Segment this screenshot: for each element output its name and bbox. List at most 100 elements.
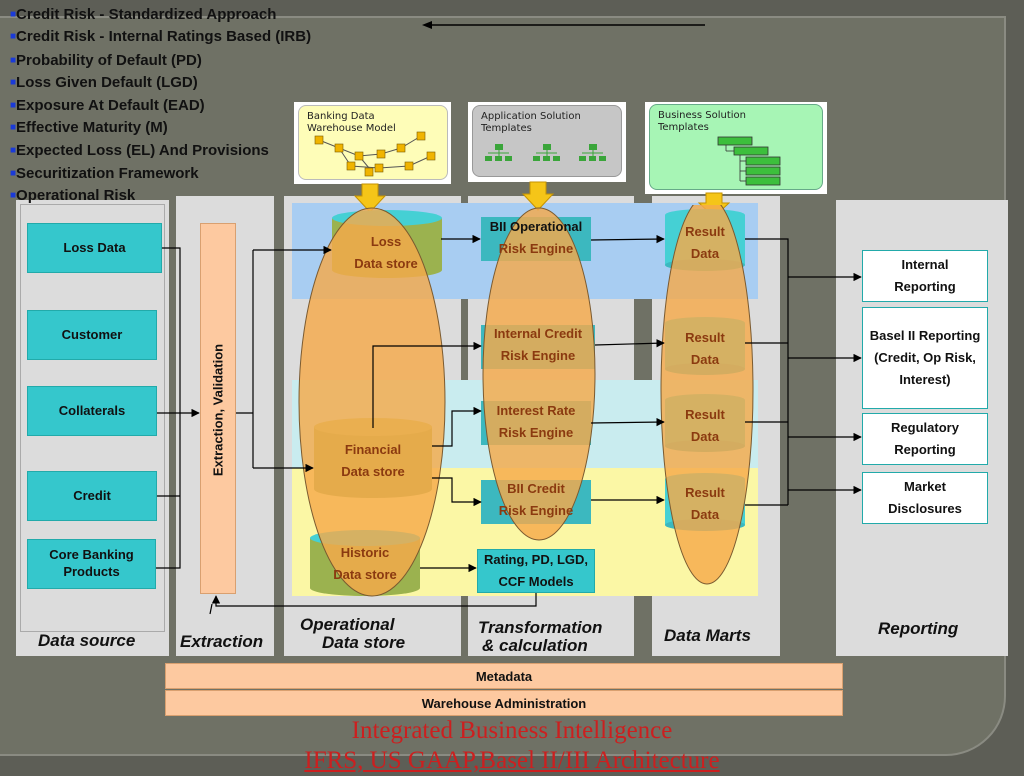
loss-label-line2: Data store	[354, 256, 418, 271]
bullet-item: ■Expected Loss (EL) And Provisions	[10, 140, 315, 163]
bullet-item: ■Credit Risk - Internal Ratings Based (I…	[10, 27, 315, 47]
loss-label-line1: Loss	[370, 234, 402, 249]
data-model-icon	[314, 131, 436, 177]
label-ods: Operational Data store	[300, 616, 405, 652]
source-collaterals[interactable]: Collaterals	[27, 386, 157, 436]
bullet-icon: ■	[10, 99, 17, 111]
result-data-2[interactable]: Result Data	[665, 327, 745, 371]
label-data-source: Data source	[38, 631, 136, 650]
report-market-line1: Market	[904, 478, 946, 494]
footer-title-line2: IFRS, US GAAP,Basel II/III Architecture	[304, 747, 720, 774]
report-market[interactable]: Market Disclosures	[862, 472, 988, 524]
report-internal[interactable]: Internal Reporting	[862, 250, 988, 302]
result-3-line2: Data	[690, 429, 720, 444]
bullet-text: Securitization Framework	[16, 164, 199, 182]
report-regulatory-line1: Regulatory	[891, 419, 959, 435]
bullet-list: ■Credit Risk - Standardized Approach ■Cr…	[10, 4, 315, 208]
down-arrow-2	[521, 181, 555, 211]
result-2-line2: Data	[690, 352, 720, 367]
label-extraction: Extraction	[180, 632, 264, 651]
result-4-line1: Result	[685, 485, 725, 500]
label-data-marts: Data Marts	[664, 626, 751, 645]
org-chart-icon	[485, 144, 606, 161]
engine-internal-credit[interactable]: Internal Credit Risk Engine	[481, 323, 595, 367]
bullet-icon: ■	[10, 9, 17, 20]
report-basel-line3: Interest)	[899, 372, 951, 388]
bullet-icon: ■	[10, 190, 17, 202]
bullet-item: ■Exposure At Default (EAD)	[10, 95, 315, 118]
historic-data-store-label[interactable]: Historic Data store	[310, 542, 420, 586]
engine-bii-operational-line1: BII Operational	[489, 219, 583, 234]
metadata-bar[interactable]: Metadata	[165, 663, 843, 689]
bullet-icon: ■	[10, 122, 17, 134]
source-customer[interactable]: Customer	[27, 310, 157, 360]
hierarchy-icon	[717, 136, 781, 186]
result-4-line2: Data	[690, 507, 720, 522]
rating-models-line2: CCF Models	[498, 574, 574, 589]
label-ods-line2: Data store	[322, 632, 406, 652]
engine-internal-credit-line1: Internal Credit	[493, 326, 583, 341]
result-3-line1: Result	[685, 407, 725, 422]
source-loss-data[interactable]: Loss Data	[27, 223, 162, 273]
report-basel-line1: Basel II Reporting	[869, 327, 981, 343]
bullet-text: Effective Maturity (M)	[16, 119, 168, 137]
bullet-text: Loss Given Default (LGD)	[16, 74, 198, 92]
footer-title-line1: Integrated Business Intelligence	[351, 717, 673, 744]
bullet-text: Credit Risk - Standardized Approach	[16, 6, 277, 23]
data-source-outline	[20, 204, 165, 632]
engine-interest-rate[interactable]: Interest Rate Risk Engine	[481, 400, 591, 444]
bullet-icon: ■	[10, 167, 17, 179]
template-business: Business Solution Templates	[649, 104, 823, 190]
historic-label-line1: Historic	[340, 545, 390, 560]
financial-data-store-label[interactable]: Financial Data store	[314, 439, 432, 483]
result-1-line2: Data	[690, 246, 720, 261]
bullet-icon: ■	[10, 30, 17, 42]
engine-bii-credit[interactable]: BII Credit Risk Engine	[481, 478, 591, 522]
label-reporting: Reporting	[878, 619, 959, 638]
bullet-icon: ■	[10, 144, 17, 156]
result-2-line1: Result	[685, 330, 725, 345]
template-banking: Banking Data Warehouse Model	[298, 105, 448, 180]
source-core-banking[interactable]: Core Banking Products	[27, 539, 156, 589]
bullet-text: Credit Risk - Internal Ratings Based (IR…	[16, 27, 312, 45]
rating-models-box[interactable]: Rating, PD, LGD, CCF Models	[477, 549, 595, 593]
ods-ellipse	[298, 207, 446, 597]
report-basel[interactable]: Basel II Reporting (Credit, Op Risk, Int…	[862, 307, 988, 409]
engine-bii-credit-line1: BII Credit	[507, 481, 565, 496]
label-transformation: Transformation & calculation	[478, 619, 602, 655]
report-internal-line1: Internal	[901, 256, 949, 272]
label-ods-line1: Operational	[300, 615, 395, 634]
report-regulatory[interactable]: Regulatory Reporting	[862, 413, 988, 465]
extraction-bar[interactable]	[200, 223, 236, 594]
engine-bii-credit-line2: Risk Engine	[498, 503, 574, 518]
bullet-icon: ■	[10, 77, 17, 89]
result-data-4[interactable]: Result Data	[665, 482, 745, 526]
financial-label-line2: Data store	[341, 464, 405, 479]
bullet-item: ■Effective Maturity (M)	[10, 117, 315, 140]
label-transformation-line1: Transformation	[478, 618, 603, 637]
engine-bii-operational[interactable]: BII Operational Risk Engine	[481, 216, 591, 260]
ods-graphics	[298, 205, 754, 597]
source-credit[interactable]: Credit	[27, 471, 157, 521]
warehouse-admin-bar[interactable]: Warehouse Administration	[165, 690, 843, 716]
report-basel-line2: (Credit, Op Risk,	[874, 349, 976, 365]
bullet-item: ■Securitization Framework	[10, 163, 315, 186]
result-data-1[interactable]: Result Data	[665, 221, 745, 265]
footer-title: Integrated Business Intelligence IFRS, U…	[0, 716, 1024, 776]
bullet-text: Probability of Default (PD)	[16, 51, 202, 69]
transformation-ellipse	[482, 207, 596, 541]
label-transformation-line2: & calculation	[482, 635, 588, 655]
data-marts-ellipse	[660, 205, 754, 585]
bullet-item: ■Operational Risk	[10, 185, 315, 208]
bullet-icon: ■	[10, 54, 17, 66]
down-arrow-1	[353, 183, 387, 213]
report-internal-line2: Reporting	[894, 279, 956, 294]
historic-label-line2: Data store	[333, 567, 397, 582]
bullet-item: ■Loss Given Default (LGD)	[10, 72, 315, 95]
top-arrow	[422, 21, 705, 29]
template-banking-label: Banking Data Warehouse Model	[307, 111, 396, 134]
result-data-3[interactable]: Result Data	[665, 404, 745, 448]
template-application-label: Application Solution Templates	[481, 111, 581, 134]
loss-data-store-label[interactable]: Loss Data store	[332, 231, 440, 275]
